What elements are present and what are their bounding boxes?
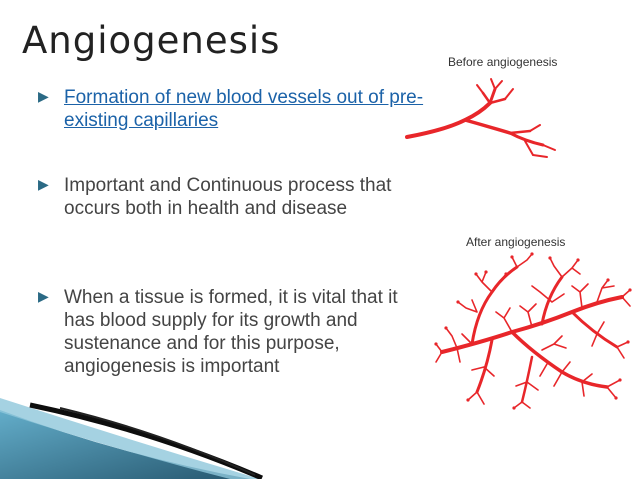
slide-title: Angiogenesis (22, 19, 281, 62)
bullet-text: When a tissue is formed, it is vital tha… (64, 287, 398, 377)
swoosh-dark-stroke-thin (59, 407, 256, 476)
after-angiogenesis-vessel-illustration (434, 252, 632, 410)
before-angiogenesis-vessel-illustration (405, 78, 556, 158)
triangle-right-icon: ▶ (38, 288, 49, 304)
bullet-link-text[interactable]: Formation of new blood vessels out of pr… (64, 87, 424, 131)
swoosh-band (0, 410, 250, 479)
bullet-text: Important and Continuous process that oc… (64, 175, 392, 219)
triangle-right-icon: ▶ (38, 88, 49, 104)
before-image-label: Before angiogenesis (448, 55, 558, 69)
after-image-label: After angiogenesis (466, 235, 566, 249)
triangle-right-icon: ▶ (38, 176, 49, 192)
